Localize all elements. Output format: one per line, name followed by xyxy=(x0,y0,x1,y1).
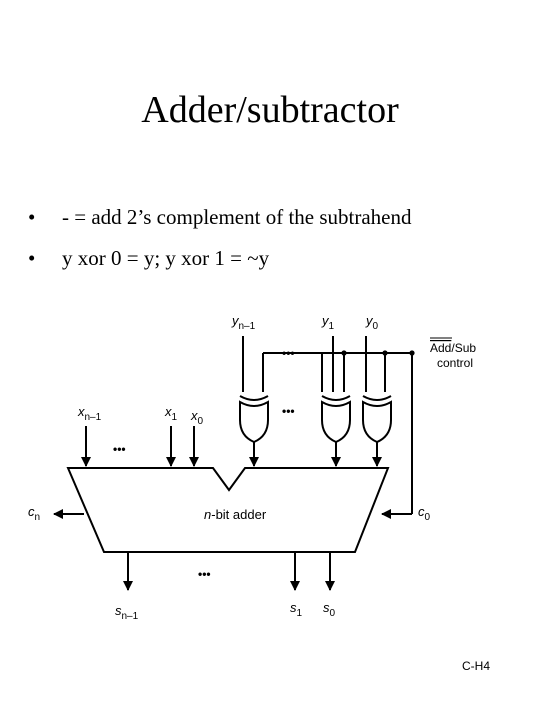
label-carry-in: c0 xyxy=(418,504,431,523)
xor-gate xyxy=(239,395,269,467)
bullet-marker: • xyxy=(28,205,36,229)
label-control: Add/Sub xyxy=(430,341,476,355)
label-control-line2: control xyxy=(437,356,473,370)
label-carry-out: cn xyxy=(28,504,40,523)
label-s-1: s1 xyxy=(290,600,303,619)
bullet-marker: • xyxy=(28,246,36,270)
label-x-1: x1 xyxy=(164,404,178,423)
bullet-xor: • y xor 0 = y; y xor 1 = ~y xyxy=(28,246,269,271)
ellipsis: ••• xyxy=(198,567,211,581)
xor-gate xyxy=(321,395,351,467)
label-s-0: s0 xyxy=(323,600,336,619)
junction-dot xyxy=(409,350,415,356)
ellipsis: ••• xyxy=(282,404,295,418)
junction-dot xyxy=(382,350,388,356)
ellipsis: ••• xyxy=(113,442,126,456)
ellipsis: ••• xyxy=(282,346,295,360)
label-x-0: x0 xyxy=(190,408,204,427)
label-y-1: y1 xyxy=(321,313,335,332)
xor-gate xyxy=(362,395,392,467)
page-title: Adder/subtractor xyxy=(141,89,399,131)
label-s-n-1: sn–1 xyxy=(115,603,139,622)
bullet-subtraction: • - = add 2’s complement of the subtrahen… xyxy=(28,205,412,230)
control-line xyxy=(262,350,415,519)
junction-dot xyxy=(341,350,347,356)
adder-label: n-bit adder xyxy=(204,507,267,522)
label-y-0: y0 xyxy=(365,313,379,332)
adder-block xyxy=(66,467,390,553)
bullet-text: - = add 2’s complement of the subtrahend xyxy=(62,205,412,229)
label-x-n-1: xn–1 xyxy=(77,404,102,423)
bullet-text: y xor 0 = y; y xor 1 = ~y xyxy=(62,246,270,270)
slide-footer: C-H4 xyxy=(462,659,491,673)
label-y-n-1: yn–1 xyxy=(231,313,256,332)
